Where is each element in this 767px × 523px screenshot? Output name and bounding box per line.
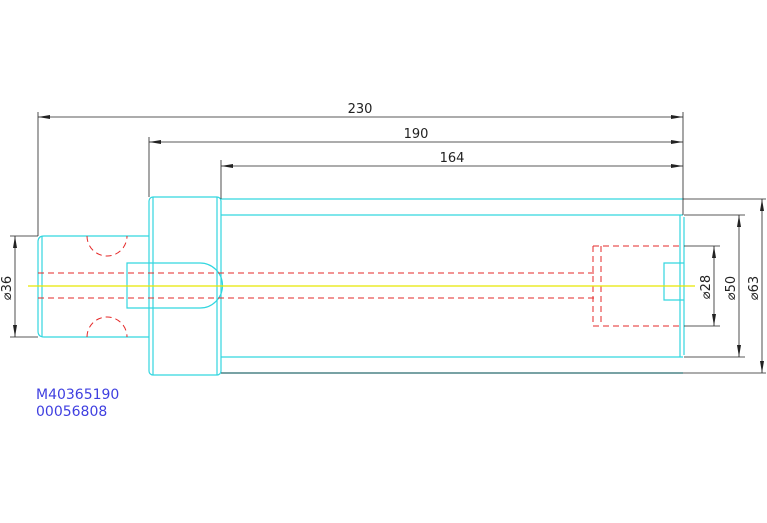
dim-text-dia28: ⌀28 <box>699 275 714 299</box>
cross-hole-top <box>86 235 128 257</box>
title-notes: M40365190 00056808 <box>36 387 119 421</box>
dimensions <box>10 112 766 374</box>
arrowheads <box>13 115 764 373</box>
hidden-lines <box>38 235 680 338</box>
drawing-number: 00056808 <box>36 404 108 420</box>
part-number: M40365190 <box>36 387 120 403</box>
part-outline <box>37 196 685 376</box>
dim-text-164: 164 <box>440 151 465 166</box>
dim-text-dia50: ⌀50 <box>724 276 739 300</box>
dim-text-230: 230 <box>348 102 373 117</box>
dim-text-dia36: ⌀36 <box>0 276 15 300</box>
dim-text-190: 190 <box>404 127 429 142</box>
keyway <box>126 262 224 309</box>
end-slot <box>663 262 684 301</box>
cross-hole-bottom <box>86 316 128 338</box>
dim-text-dia63: ⌀63 <box>747 276 762 300</box>
